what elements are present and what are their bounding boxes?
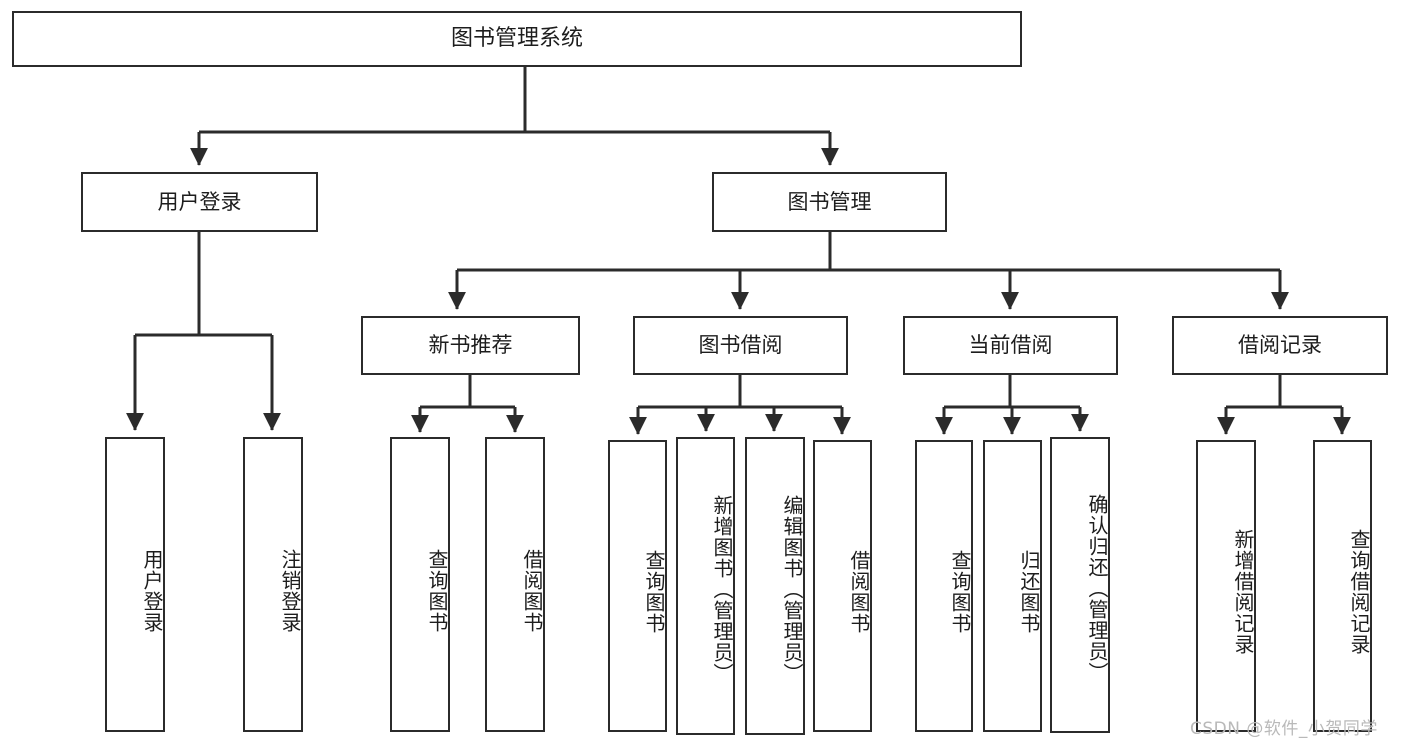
node-user-login[interactable]: 用户登录 xyxy=(81,172,318,232)
node-book-management[interactable]: 图书管理 xyxy=(712,172,947,232)
node-current-borrow[interactable]: 当前借阅 xyxy=(903,316,1118,375)
leaf-borrow-book-recommend[interactable]: 借阅图书 xyxy=(485,437,545,732)
node-label: 用户登录 xyxy=(140,548,164,633)
node-label: 借阅图书 xyxy=(520,548,544,633)
leaf-query-book-current[interactable]: 查询图书 xyxy=(915,440,973,732)
node-label: 图书管理 xyxy=(787,189,872,214)
leaf-add-borrow-record[interactable]: 新增借阅记录 xyxy=(1196,440,1256,732)
node-label: 查询图书 xyxy=(948,550,972,634)
node-label: 借阅记录 xyxy=(1238,333,1322,358)
node-label: 新书推荐 xyxy=(428,333,513,358)
node-root-system[interactable]: 图书管理系统 xyxy=(12,11,1022,67)
node-label: 归还图书 xyxy=(1017,550,1041,634)
node-label: 图书借阅 xyxy=(698,333,783,358)
node-label: 借阅图书 xyxy=(847,550,871,634)
node-label: 确认归还（管理员） xyxy=(1085,493,1109,683)
node-new-book-recommend[interactable]: 新书推荐 xyxy=(361,316,580,375)
leaf-user-login[interactable]: 用户登录 xyxy=(105,437,165,732)
leaf-query-book-borrow[interactable]: 查询图书 xyxy=(608,440,667,732)
node-label: 编辑图书（管理员） xyxy=(780,494,804,684)
node-label: 新增借阅记录 xyxy=(1231,529,1255,655)
node-label: 用户登录 xyxy=(157,189,242,214)
leaf-query-book-recommend[interactable]: 查询图书 xyxy=(390,437,450,732)
node-label: 当前借阅 xyxy=(968,333,1053,358)
leaf-user-logout[interactable]: 注销登录 xyxy=(243,437,303,732)
watermark-text: CSDN @软件_小贺同学 xyxy=(1190,719,1378,739)
node-label: 查询图书 xyxy=(425,548,449,633)
leaf-return-book[interactable]: 归还图书 xyxy=(983,440,1042,732)
leaf-query-borrow-record[interactable]: 查询借阅记录 xyxy=(1313,440,1372,732)
node-label: 查询图书 xyxy=(642,550,666,634)
leaf-borrow-book[interactable]: 借阅图书 xyxy=(813,440,872,732)
node-label: 查询借阅记录 xyxy=(1347,529,1371,655)
csdn-watermark: CSDN @软件_小贺同学 xyxy=(1190,714,1378,739)
node-book-borrow[interactable]: 图书借阅 xyxy=(633,316,848,375)
node-label: 注销登录 xyxy=(278,548,302,633)
leaf-add-book-admin[interactable]: 新增图书（管理员） xyxy=(676,437,735,735)
node-label: 图书管理系统 xyxy=(450,26,583,52)
node-borrow-record[interactable]: 借阅记录 xyxy=(1172,316,1388,375)
leaf-confirm-return-admin[interactable]: 确认归还（管理员） xyxy=(1050,437,1110,733)
node-label: 新增图书（管理员） xyxy=(710,494,734,684)
leaf-edit-book-admin[interactable]: 编辑图书（管理员） xyxy=(745,437,805,735)
